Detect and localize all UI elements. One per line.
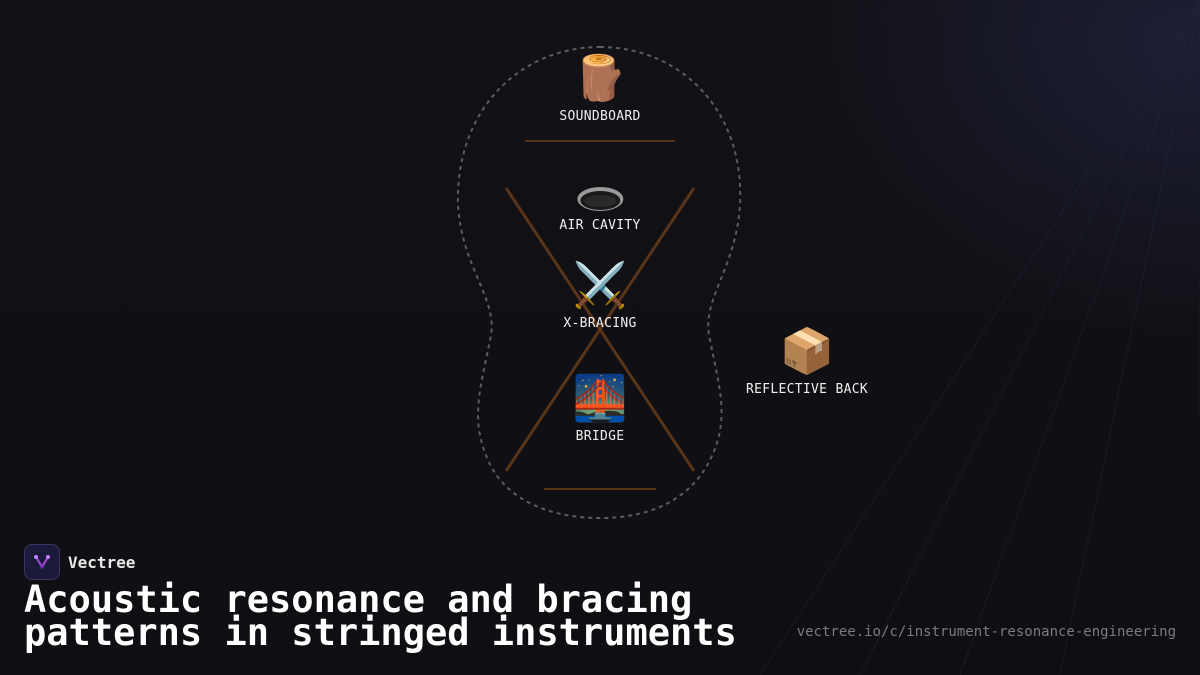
brand[interactable]: Vectree (24, 544, 135, 580)
brand-name: Vectree (68, 552, 136, 572)
node-x-bracing: ⚔️ X-BRACING (563, 260, 637, 332)
reflective-back-label: REFLECTIVE BACK (746, 382, 868, 397)
node-reflective-back: 📦 REFLECTIVE BACK (746, 326, 868, 398)
guitar-body-outline (456, 45, 742, 520)
soundboard-label: SOUNDBOARD (559, 109, 641, 124)
x-bracing-label: X-BRACING (563, 316, 637, 331)
crossed-swords-icon: ⚔️ (572, 260, 628, 311)
page-title: Acoustic resonance and bracing patterns … (24, 578, 737, 654)
bridge-icon: 🌉 (572, 373, 628, 424)
brace-right (504, 187, 696, 472)
air-cavity-label: AIR CAVITY (559, 218, 641, 233)
cavity-hole-icon (577, 187, 623, 211)
vectree-logo-icon (24, 544, 60, 580)
package-icon: 📦 (779, 326, 835, 377)
node-bridge: 🌉 BRIDGE (572, 373, 628, 445)
node-soundboard: 🪵 SOUNDBOARD (559, 53, 641, 125)
wood-log-icon: 🪵 (572, 53, 628, 104)
source-url[interactable]: vectree.io/c/instrument-resonance-engine… (796, 624, 1176, 640)
node-air-cavity: AIR CAVITY (559, 186, 640, 233)
bridge-label: BRIDGE (575, 429, 625, 444)
